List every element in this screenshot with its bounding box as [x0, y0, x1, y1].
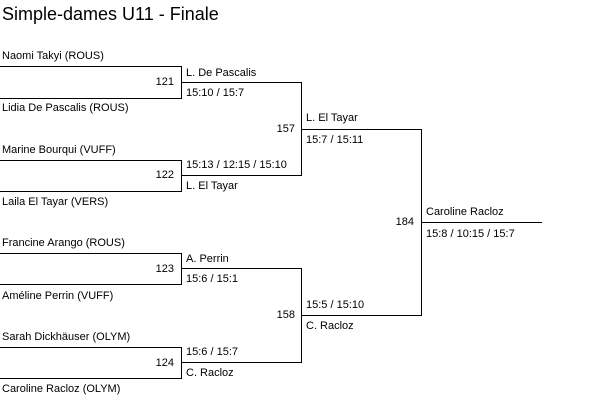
match-winner: L. El Tayar [186, 180, 238, 192]
bracket-line [301, 129, 422, 130]
match-winner: L. De Pascalis [186, 67, 257, 79]
match-score: 15:6 / 15:1 [186, 273, 238, 285]
bracket-line [181, 347, 182, 379]
bracket-line [0, 98, 182, 99]
match-winner: C. Racloz [306, 320, 354, 332]
match-score: 15:8 / 10:15 / 15:7 [426, 228, 515, 240]
player-name: Caroline Racloz (OLYM) [2, 383, 121, 395]
match-number: 123 [155, 263, 174, 275]
bracket-line [181, 82, 302, 83]
bracket-line [181, 268, 302, 269]
bracket-line [181, 362, 302, 363]
player-name: Francine Arango (ROUS) [2, 237, 125, 249]
match-score: 15:6 / 15:7 [186, 346, 238, 358]
bracket-line [0, 378, 182, 379]
match-score: 15:7 / 15:11 [306, 134, 364, 146]
player-name: Laila El Tayar (VERS) [2, 196, 109, 208]
match-number: 184 [395, 216, 414, 228]
match-number: 121 [155, 76, 174, 88]
bracket-line [0, 253, 182, 254]
player-name: Naomi Takyi (ROUS) [2, 50, 104, 62]
bracket-line [181, 253, 182, 285]
match-number: 158 [276, 309, 295, 321]
match-score: 15:13 / 12:15 / 15:10 [186, 159, 287, 171]
bracket-line [0, 66, 182, 67]
bracket-line [181, 160, 182, 192]
bracket-line [0, 284, 182, 285]
bracket-line [0, 347, 182, 348]
player-name: Lidia De Pascalis (ROUS) [2, 102, 129, 114]
player-name: Sarah Dickhäuser (OLYM) [2, 331, 131, 343]
match-winner: L. El Tayar [306, 112, 358, 124]
match-winner: C. Racloz [186, 367, 234, 379]
player-name: Marine Bourqui (VUFF) [2, 144, 116, 156]
match-score: 15:10 / 15:7 [186, 87, 245, 99]
bracket-line [0, 160, 182, 161]
tournament-winner: Caroline Racloz [426, 206, 504, 218]
match-number: 124 [155, 357, 174, 369]
match-number: 157 [276, 123, 295, 135]
match-score: 15:5 / 15:10 [306, 299, 365, 311]
bracket-line [301, 315, 422, 316]
match-number: 122 [155, 169, 174, 181]
bracket-line [421, 222, 542, 223]
player-name: Améline Perrin (VUFF) [2, 290, 114, 302]
page-title: Simple-dames U11 - Finale [2, 4, 219, 24]
bracket-line [181, 175, 302, 176]
bracket-line [0, 191, 182, 192]
match-winner: A. Perrin [186, 253, 229, 265]
